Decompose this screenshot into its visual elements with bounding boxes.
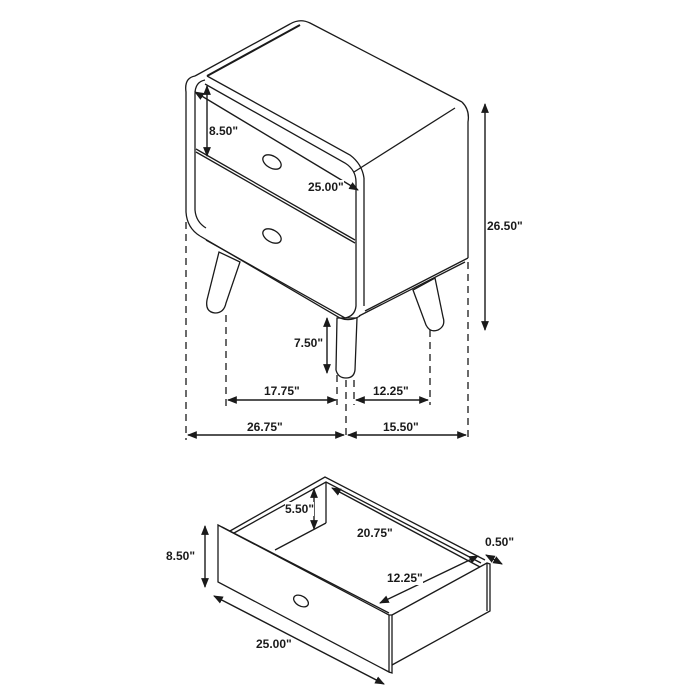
leg-side-right (412, 277, 445, 332)
label-width: 25.00" (308, 180, 344, 194)
label-drawer-front-width: 25.00" (256, 637, 292, 651)
label-height: 26.50" (487, 219, 523, 233)
label-drawer-inner-height: 5.50" (285, 502, 315, 516)
label-panel-thickness: 0.50" (485, 535, 515, 549)
drawer-handle-top (262, 154, 282, 170)
drawer-handle-bottom (262, 228, 282, 244)
leg-back-left (206, 251, 241, 314)
label-overall-width: 26.75" (247, 420, 283, 434)
nightstand-drawing (185, 20, 489, 440)
label-drawer-height: 8.50" (209, 124, 239, 138)
label-drawer-inner-depth: 20.75" (357, 526, 393, 540)
drawer-drawing (201, 476, 503, 685)
label-drawer-inner-width: 12.25" (387, 571, 423, 585)
label-drawer-front-height: 8.50" (166, 549, 196, 563)
label-leg-span-front: 17.75" (264, 384, 300, 398)
label-leg-span-side: 12.25" (373, 384, 409, 398)
label-overall-depth: 15.50" (383, 420, 419, 434)
label-leg-height: 7.50" (294, 336, 324, 350)
leg-front (335, 317, 358, 379)
